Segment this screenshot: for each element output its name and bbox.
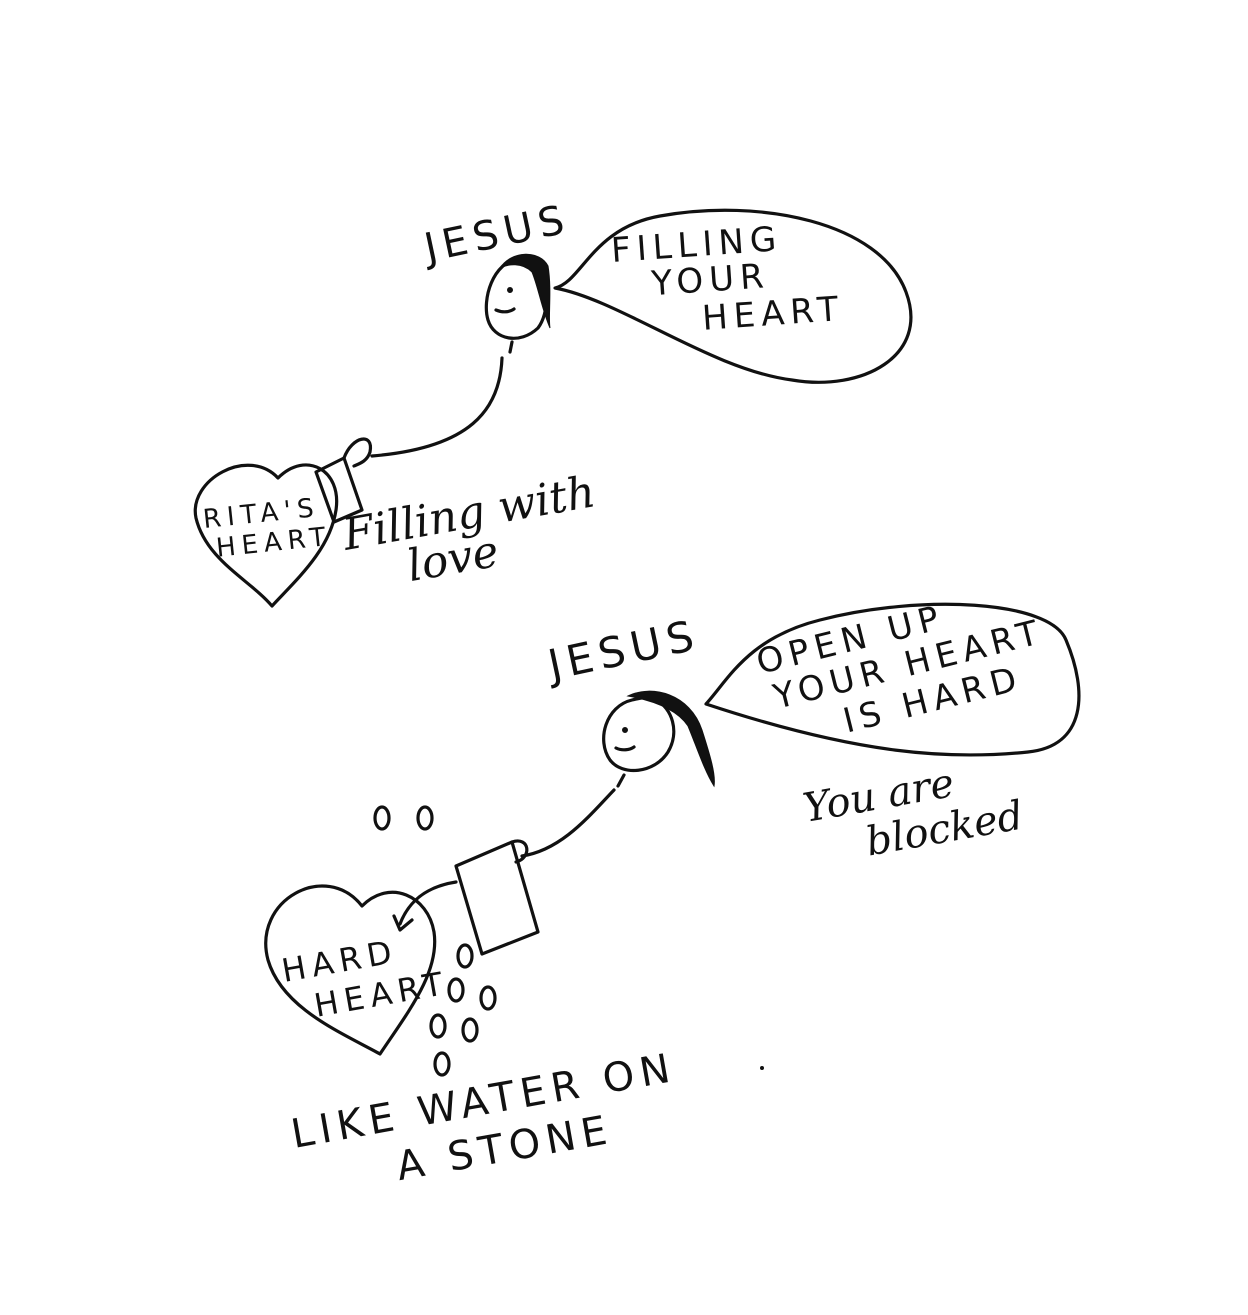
cup-top: [314, 437, 373, 524]
droplets-bounce: [429, 943, 497, 1077]
jesus-label-top: JESUS: [418, 196, 574, 272]
speech-balloon-bottom: [704, 602, 1081, 757]
svg-text:HARD HEART: HARD HEART: [279, 924, 452, 1029]
jesus-head-bottom: [602, 690, 715, 788]
jesus-label-bottom: JESUS: [541, 610, 704, 690]
water-stream-bottom: [392, 914, 414, 932]
ink-dot: [760, 1066, 764, 1070]
speech-balloon-top: [553, 208, 913, 384]
svg-text:You are blocked: You are blocked: [800, 749, 1027, 875]
cup-bottom: [454, 839, 540, 956]
svg-text:LIKE WATER ON A STONE: LIKE WATER ON A STONE: [288, 1042, 707, 1207]
speech-line-top: HEART: [701, 289, 846, 339]
droplets-top: [373, 805, 434, 831]
speech-line-top: YOUR: [649, 256, 771, 304]
arm-line-top: [370, 356, 504, 458]
heart-ritas: [193, 463, 339, 608]
svg-text:Filling with love: Filling with love: [338, 464, 620, 602]
water-stream-bottom: [398, 880, 458, 926]
jesus-head-top: [484, 253, 551, 354]
scene-bottom: JESUS OPEN UP YOUR HEART IS HARD You are…: [264, 597, 1081, 1207]
svg-text:FILLING YOUR HEART: FILLING YOUR HEART: [610, 215, 846, 345]
scene-top: JESUS FILLING YOUR HEART RITA'S HEART: [193, 196, 913, 608]
heart-hard: [264, 884, 437, 1056]
arm-line-bottom: [520, 788, 616, 858]
